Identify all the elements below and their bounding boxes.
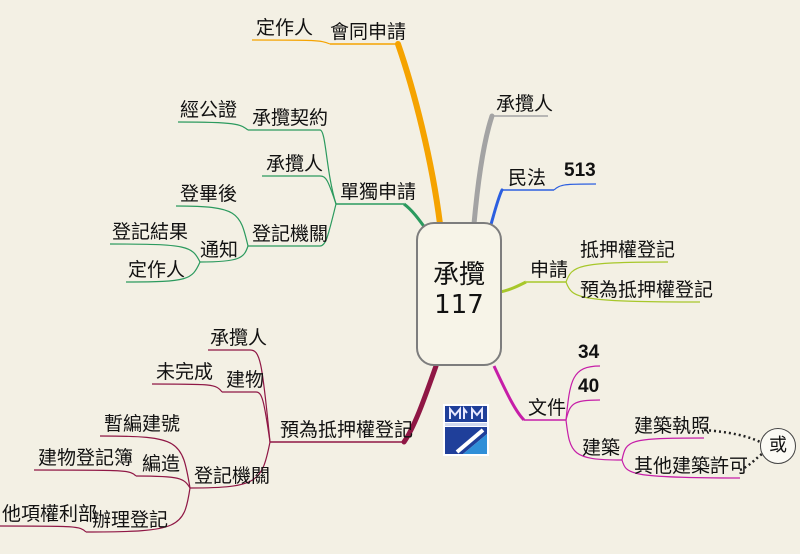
node-after-registration[interactable]: 登畢後 (180, 183, 238, 205)
node-pre-mortgage[interactable]: 預為抵押權登記 (280, 419, 414, 441)
node-handle-registration[interactable]: 辦理登記 (92, 509, 169, 531)
central-topic[interactable]: 承攬 117 (416, 222, 502, 366)
underline-other-rights (0, 525, 87, 533)
underline-40 (565, 399, 601, 421)
underline-unfinished (151, 383, 223, 393)
underline-registry (248, 203, 337, 247)
underline-notify (199, 245, 249, 263)
link-pre-mortgage (401, 363, 439, 445)
node-notify[interactable]: 通知 (200, 239, 239, 261)
underline-compile (135, 475, 191, 489)
node-apply-pre-mortgage[interactable]: 預為抵押權登記 (580, 279, 714, 301)
node-pre-contractor[interactable]: 承攬人 (210, 327, 268, 349)
node-contractor[interactable]: 承攬人 (496, 93, 554, 115)
underline-513 (553, 183, 597, 191)
node-building-permit[interactable]: 建築執照 (634, 415, 711, 437)
underline-apply-item1 (565, 261, 669, 283)
underline-34 (565, 365, 601, 421)
underline-notary (177, 121, 249, 131)
node-meeting-owner[interactable]: 定作人 (256, 17, 314, 39)
link-contractor (471, 113, 495, 227)
node-unfinished[interactable]: 未完成 (156, 361, 214, 383)
underline-contractor2 (262, 175, 337, 205)
underline-building (565, 419, 623, 461)
underline-other-permit (621, 459, 741, 479)
underline-handle (85, 487, 191, 533)
node-meeting-apply[interactable]: 會同申請 (330, 21, 407, 43)
node-doc-building[interactable]: 建築 (582, 437, 621, 459)
underline-temp-no (99, 435, 191, 489)
logo-image (443, 404, 489, 456)
dotted-permit-or (703, 428, 761, 444)
node-other-permit[interactable]: 其他建築許可 (634, 455, 749, 477)
underline-apply-item2 (565, 281, 701, 303)
node-temp-number[interactable]: 暫編建號 (104, 413, 181, 435)
node-result[interactable]: 登記結果 (112, 221, 189, 243)
node-doc-34[interactable]: 34 (578, 342, 600, 363)
node-pre-registry[interactable]: 登記機關 (194, 465, 271, 487)
node-documents[interactable]: 文件 (528, 397, 567, 419)
node-apply-mortgage[interactable]: 抵押權登記 (580, 239, 676, 261)
dotted-other-or (739, 452, 763, 472)
node-other-rights[interactable]: 他項權利部 (2, 503, 98, 525)
underline-pre-registry (189, 441, 271, 489)
underline-permit (621, 437, 705, 461)
node-owner[interactable]: 定作人 (128, 259, 186, 281)
node-contract[interactable]: 承攬契約 (252, 107, 329, 129)
underline-after (175, 205, 249, 247)
underline-contract (248, 129, 337, 205)
link-meeting (395, 41, 443, 227)
link-documents (492, 365, 526, 422)
underline-result (109, 243, 201, 263)
link-apply (499, 280, 527, 294)
central-topic-number: 117 (434, 290, 484, 320)
node-or[interactable]: 或 (760, 428, 796, 464)
underline-pre-contractor (208, 349, 271, 443)
central-topic-title: 承攬 (432, 260, 485, 290)
node-notary[interactable]: 經公證 (180, 99, 238, 121)
node-registry[interactable]: 登記機關 (252, 223, 329, 245)
node-single-apply[interactable]: 單獨申請 (340, 181, 417, 203)
node-single-contractor[interactable]: 承攬人 (266, 153, 324, 175)
node-register-book[interactable]: 建物登記簿 (38, 447, 134, 469)
node-pre-building[interactable]: 建物 (226, 369, 265, 391)
node-compile[interactable]: 編造 (142, 453, 181, 475)
node-civil-code[interactable]: 民法 (508, 167, 547, 189)
node-civil-code-article[interactable]: 513 (564, 160, 596, 181)
underline-book (33, 469, 137, 477)
underline-owner (125, 261, 201, 283)
link-civil (488, 188, 504, 230)
node-apply[interactable]: 申請 (530, 259, 569, 281)
node-doc-40[interactable]: 40 (578, 376, 600, 397)
underline-pre-building (222, 391, 271, 443)
underline-owner-top (251, 39, 331, 45)
